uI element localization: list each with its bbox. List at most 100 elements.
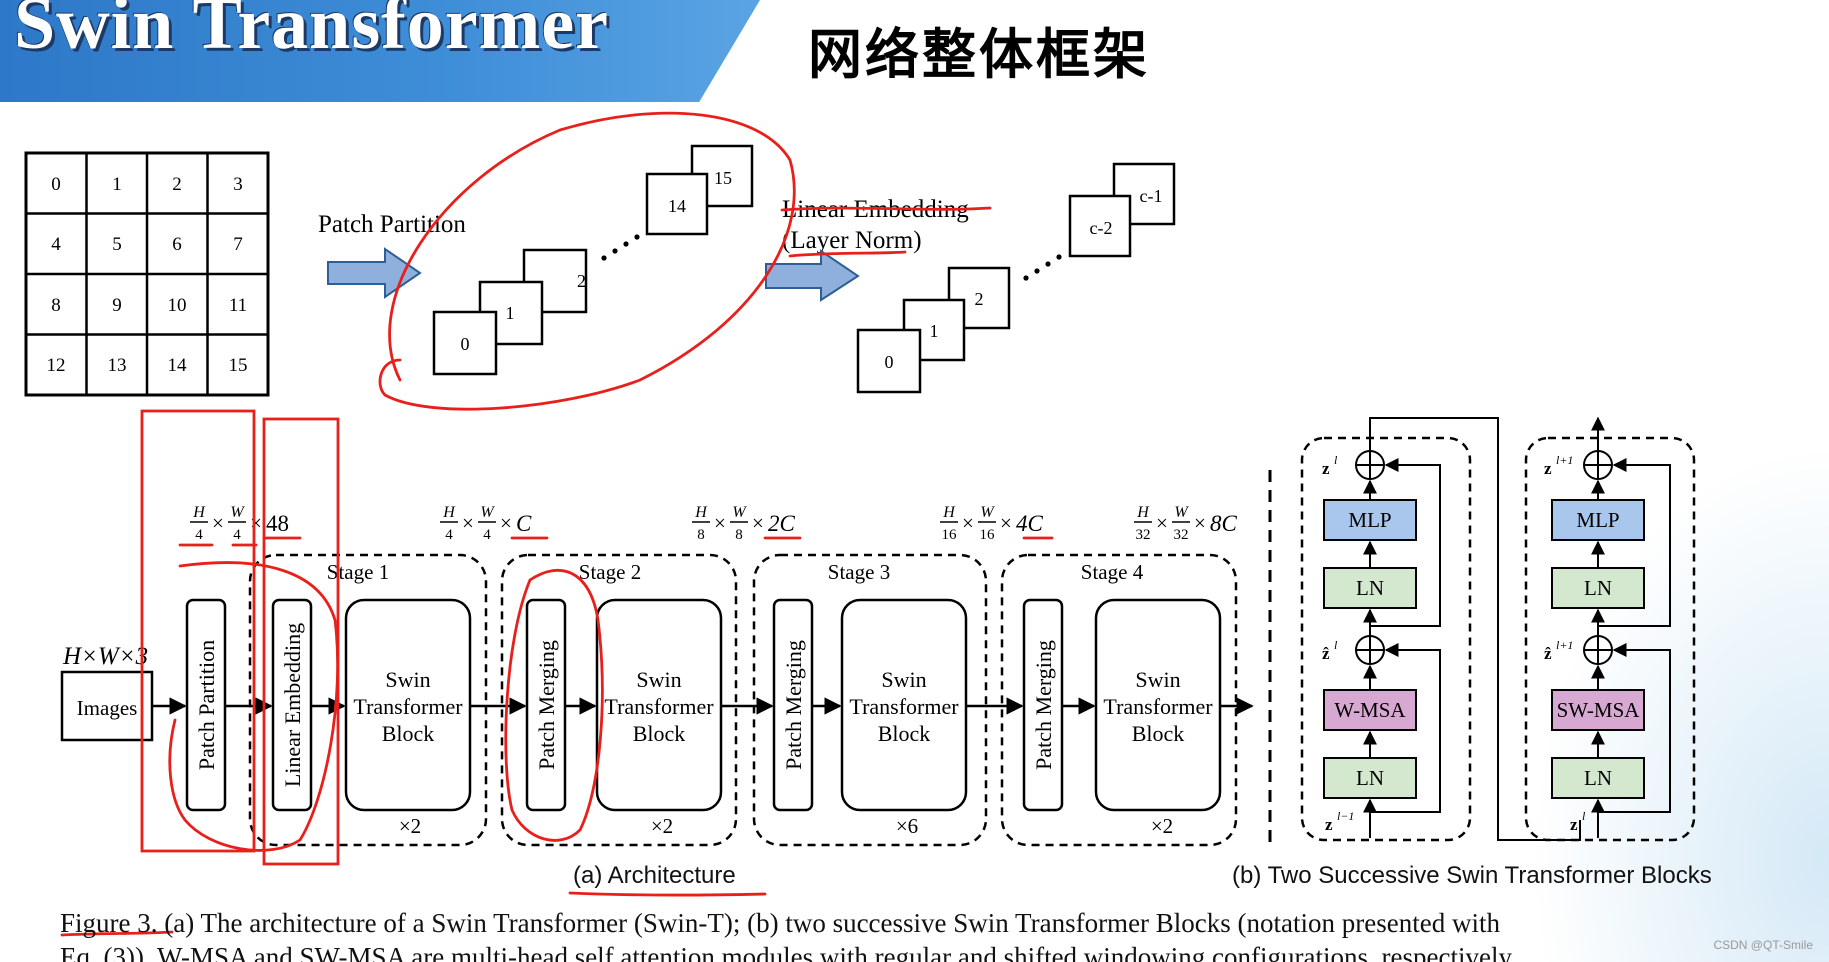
channel-stack: 2 1 0 c-1 c-2 xyxy=(856,162,1176,394)
grid-cell: 0 xyxy=(51,174,61,195)
dim-times: × xyxy=(714,511,726,535)
dim-numerator: H xyxy=(442,504,456,521)
grid-cell: 6 xyxy=(172,234,182,255)
page-heading: 网络整体框架 xyxy=(808,23,1150,86)
annotation-strike-embedding xyxy=(780,206,992,212)
dim-times: × xyxy=(500,511,512,535)
annotation-underline-layer-norm xyxy=(788,250,907,258)
ln-label: LN xyxy=(1356,766,1384,790)
annotation-box-partition xyxy=(140,409,256,853)
annotation-loop-partition xyxy=(168,561,340,852)
embedding-arrow xyxy=(765,249,860,302)
patch-tile: 15 xyxy=(714,168,732,188)
swin-block-text: Transformer xyxy=(1103,694,1213,719)
ln-label: LN xyxy=(1584,766,1612,790)
dim-channels: 8C xyxy=(1210,511,1238,536)
annotation-ellipse-patches xyxy=(378,111,796,411)
grid-cell: 9 xyxy=(112,295,122,316)
z-in-sup: l−1 xyxy=(1337,809,1354,823)
patch-partition-label: Patch Partition xyxy=(318,211,466,238)
grid-cell: 4 xyxy=(51,234,61,255)
dim-denominator: 4 xyxy=(195,527,203,543)
dim-numerator: H xyxy=(1136,504,1150,521)
blocks-caption: (b) Two Successive Swin Transformer Bloc… xyxy=(1232,862,1712,889)
swin-block-text: Transformer xyxy=(849,694,959,719)
grid-cell: 11 xyxy=(229,295,247,316)
layer-norm-label: (Layer Norm) xyxy=(782,227,922,254)
patch-tile: 1 xyxy=(506,303,515,323)
annotation-underline-figure xyxy=(60,930,174,937)
red-annotations xyxy=(60,111,1054,937)
msa-label: SW-MSA xyxy=(1557,698,1641,722)
grid-cell: 1 xyxy=(112,174,122,195)
swin-block-text: Transformer xyxy=(604,694,714,719)
swin-block-text: Block xyxy=(1132,721,1185,746)
swin-block-text: Block xyxy=(633,721,686,746)
stage-1-box xyxy=(248,553,488,847)
input-dims: H×W×3 xyxy=(62,643,148,670)
z-out-sup: l+1 xyxy=(1556,453,1573,467)
dim-denominator: 16 xyxy=(980,527,996,543)
figure-caption-text: (a) The architecture of a Swin Transform… xyxy=(157,908,1500,938)
swin-block-text: Swin xyxy=(1135,667,1180,692)
dim-denominator: 8 xyxy=(735,527,743,543)
z-out-label: z xyxy=(1544,459,1552,478)
patch-tile: 2 xyxy=(577,271,586,291)
ln-label: LN xyxy=(1356,576,1384,600)
stage-label: Stage 4 xyxy=(1081,560,1144,584)
channel-tile: c-2 xyxy=(1090,218,1113,238)
channel-tile: 2 xyxy=(975,289,984,309)
partition-arrow xyxy=(327,247,422,299)
patch-stack: 2 1 0 15 14 xyxy=(432,144,754,376)
patch-partition-text: Patch Partition xyxy=(194,640,219,770)
stage-label: Stage 3 xyxy=(828,560,890,584)
swin-block-text: Block xyxy=(382,721,435,746)
watermark: CSDN @QT-Smile xyxy=(1713,938,1813,952)
stage-label: Stage 2 xyxy=(579,560,641,584)
z-out-sup: l xyxy=(1334,453,1338,467)
swin-block-text: Swin xyxy=(385,667,430,692)
dim-numerator: H xyxy=(192,504,206,521)
block-left: MLP LN W-MSA LN z xyxy=(1300,417,1581,842)
z-in-label: z xyxy=(1570,815,1578,834)
linear-embedding-text: Linear Embedding xyxy=(280,623,305,787)
patch-tile: 14 xyxy=(668,196,686,216)
dim-denominator: 4 xyxy=(445,527,453,543)
z-in-sup: l xyxy=(1582,809,1586,823)
block-right: MLP LN SW-MSA LN z xyxy=(1524,416,1696,842)
mlp-label: MLP xyxy=(1576,508,1619,532)
channel-tile: 1 xyxy=(930,321,939,341)
stage-repeat: ×6 xyxy=(896,814,918,838)
dim-times: × xyxy=(962,511,974,535)
figure-label: Figure 3. xyxy=(60,908,158,938)
mlp-label: MLP xyxy=(1348,508,1391,532)
dim-channels: C xyxy=(516,511,532,536)
dim-denominator: 32 xyxy=(1174,527,1189,543)
dim-channels: 2C xyxy=(768,511,796,536)
figure-caption-line-1: Figure 3. (a) The architecture of a Swin… xyxy=(60,908,1710,939)
z-mid-label: ẑ xyxy=(1544,644,1552,663)
grid-cell: 10 xyxy=(168,295,187,316)
banner-title: Swin Transformer xyxy=(14,0,609,65)
z-in-label: z xyxy=(1325,815,1333,834)
patch-merging-text: Patch Merging xyxy=(534,640,559,770)
dim-denominator: 8 xyxy=(697,527,705,543)
dim-denominator: 16 xyxy=(942,527,958,543)
patch-merging-text: Patch Merging xyxy=(781,640,806,770)
dim-times: × xyxy=(1000,511,1012,535)
stage-repeat: ×2 xyxy=(399,814,421,838)
grid-cell: 14 xyxy=(168,355,188,376)
stage-4-box xyxy=(1000,553,1238,847)
annotation-underline-dims xyxy=(178,536,1054,547)
stage-2-box xyxy=(500,553,738,847)
dim-denominator: 32 xyxy=(1136,527,1151,543)
stage-repeat: ×2 xyxy=(651,814,673,838)
dim-denominator: 4 xyxy=(233,527,241,543)
dim-numerator: W xyxy=(1174,504,1189,521)
grid-cell: 3 xyxy=(233,174,243,195)
channel-tile: c-1 xyxy=(1140,186,1163,206)
msa-label: W-MSA xyxy=(1334,698,1406,722)
